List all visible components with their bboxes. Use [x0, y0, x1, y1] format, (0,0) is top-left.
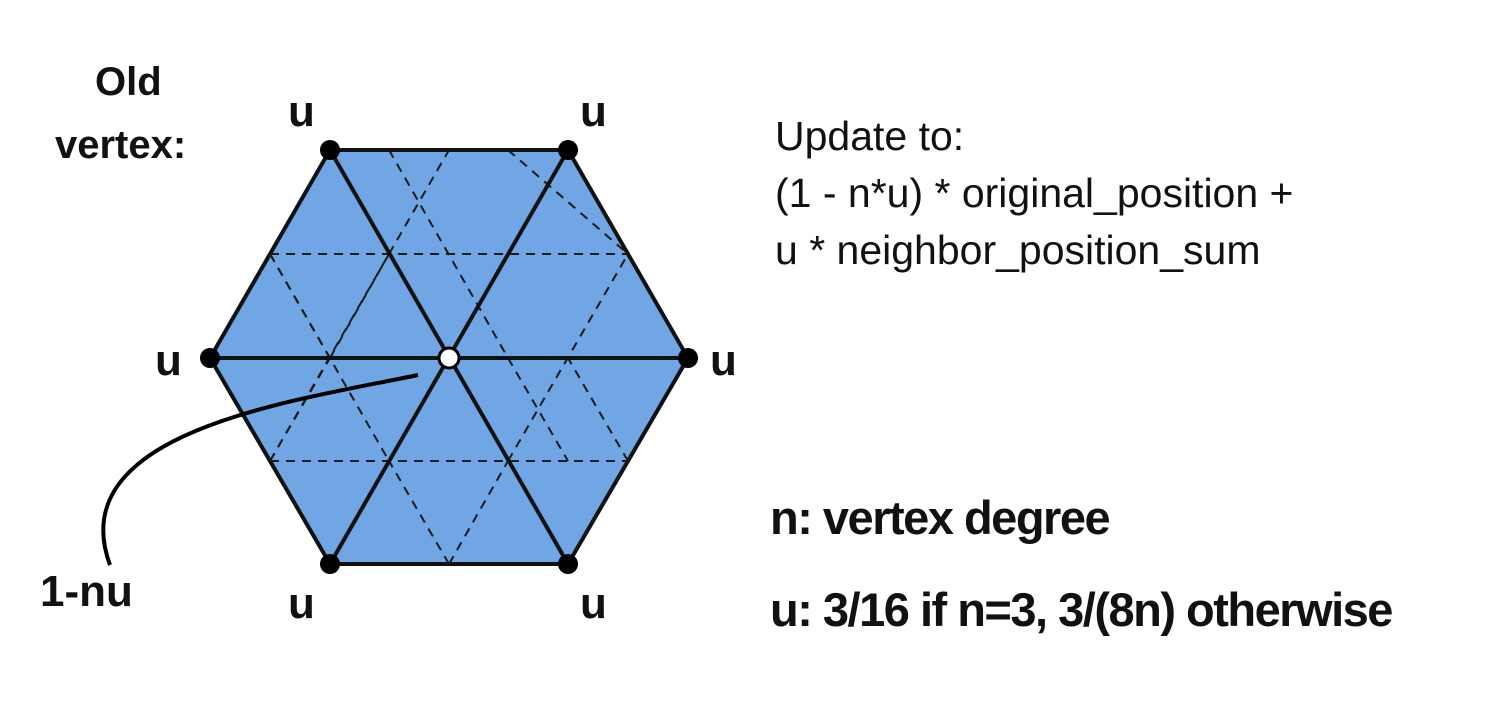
weight-label-right: u [710, 336, 737, 385]
vertex-bottom-right [558, 554, 578, 574]
update-rule-line1: Update to: [775, 113, 965, 159]
center-pointer-curve [101, 373, 419, 566]
n-definition: n: vertex degree [770, 491, 1111, 544]
u-definition: u: 3/16 if n=3, 3/(8n) otherwise [770, 583, 1393, 636]
update-rule-line3: u * neighbor_position_sum [775, 227, 1261, 273]
vertex-top-right [558, 140, 578, 160]
weight-label-bottom-left: u [288, 579, 315, 628]
center-weight-label: 1-nu [40, 567, 133, 616]
update-rule-line2: (1 - n*u) * original_position + [775, 170, 1294, 216]
weight-label-left: u [155, 336, 182, 385]
loop-subdivision-diagram: Old vertex: u u u u u u 1-nu [40, 60, 737, 628]
vertex-left [200, 348, 220, 368]
hexagon-mesh-figure: Old vertex: u u u u u u 1-nu [40, 60, 737, 628]
definitions: n: vertex degree u: 3/16 if n=3, 3/(8n) … [770, 472, 1393, 656]
update-rule: Update to: (1 - n*u) * original_position… [775, 108, 1294, 279]
neighbor-vertices [200, 140, 698, 574]
weight-label-bottom-right: u [580, 579, 607, 628]
weight-label-top-right: u [580, 87, 607, 136]
vertex-right [678, 348, 698, 368]
center-vertex [437, 346, 461, 370]
weight-label-top-left: u [288, 87, 315, 136]
old-vertex-label-line2: vertex: [55, 123, 186, 167]
vertex-bottom-left [320, 554, 340, 574]
vertex-top-left [320, 140, 340, 160]
old-vertex-label-line1: Old [95, 60, 162, 104]
